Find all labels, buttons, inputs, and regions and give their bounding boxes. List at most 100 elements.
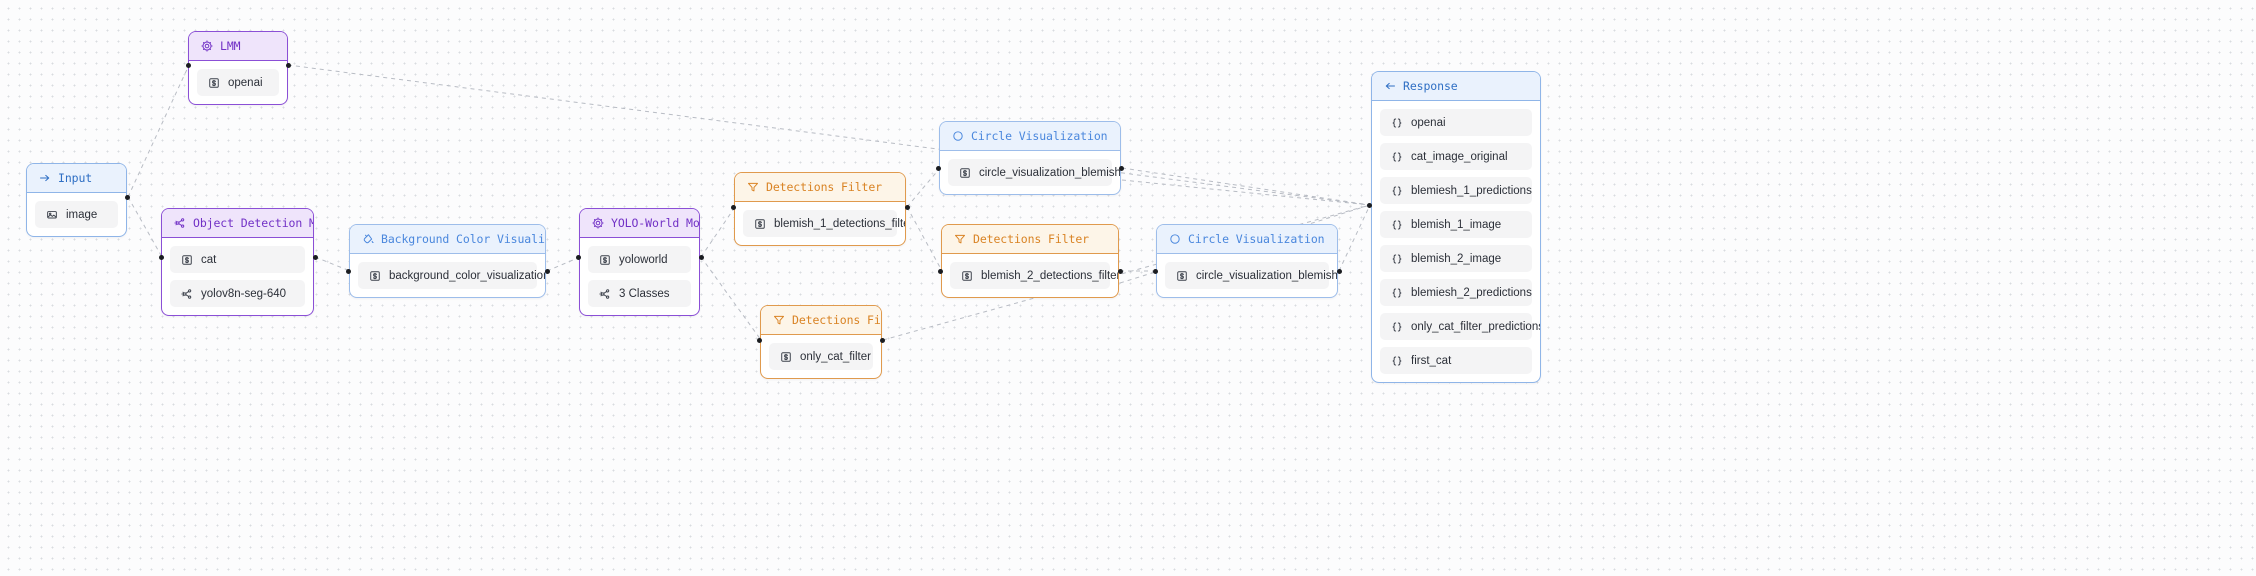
node-title: YOLO-World Model (611, 216, 700, 230)
connection-port[interactable] (285, 62, 291, 68)
connection-port[interactable] (1336, 268, 1342, 274)
dollar-box-icon (1175, 269, 1188, 282)
connection-port[interactable] (879, 337, 885, 343)
node-row[interactable]: yoloworld (588, 246, 691, 273)
node-detections-filter-blemish-1[interactable]: Detections Filter blemish_1_detections_fi… (734, 172, 906, 246)
node-lmm[interactable]: LMM openai (188, 31, 288, 105)
node-header-detections-filter-only-cat[interactable]: Detections Filter (761, 306, 881, 335)
node-header-detections-filter-blemish-1[interactable]: Detections Filter (735, 173, 905, 202)
node-row-label: circle_visualization_blemish_2 (1196, 269, 1338, 282)
node-row[interactable]: 3 Classes (588, 280, 691, 307)
node-row[interactable]: only_cat_filter (769, 343, 873, 370)
circle-icon (1168, 233, 1181, 246)
gear-icon (591, 217, 604, 230)
connection-port[interactable] (124, 194, 130, 200)
node-row[interactable]: yolov8n-seg-640 (170, 280, 305, 307)
connection-port[interactable] (312, 254, 318, 260)
node-input[interactable]: Input image (26, 163, 127, 237)
node-header-circle-visualization-blemish-1[interactable]: Circle Visualization (940, 122, 1120, 151)
node-detections-filter-blemish-2[interactable]: Detections Filter blemish_2_detections_fi… (941, 224, 1119, 298)
node-row[interactable]: circle_visualization_blemish_1 (948, 159, 1120, 186)
funnel-icon (953, 233, 966, 246)
node-body-object-detection-model: cat yolov8n-seg-640 (162, 238, 313, 315)
connection-port[interactable] (1117, 268, 1123, 274)
edge-object-detection-model-to-background-color-visualization (314, 256, 351, 272)
connection-port[interactable] (756, 337, 762, 343)
connection-port[interactable] (575, 254, 581, 260)
connection-port[interactable] (904, 204, 910, 210)
node-row-label: circle_visualization_blemish_1 (979, 166, 1121, 179)
edge-circle-visualization-blemish-2-to-response (1338, 204, 1371, 272)
connection-port[interactable] (698, 254, 704, 260)
node-header-object-detection-model[interactable]: Object Detection Model (162, 209, 313, 238)
node-row-label: blemish_1_image (1411, 218, 1502, 231)
connection-port[interactable] (544, 268, 550, 274)
connection-port[interactable] (937, 268, 943, 274)
node-header-response[interactable]: Response (1372, 72, 1540, 101)
edge-input-to-lmm (127, 64, 190, 198)
network-graph-icon (173, 217, 186, 230)
node-row[interactable]: openai (197, 69, 279, 96)
edge-circle-visualization-blemish-1-to-response (1121, 167, 1371, 206)
node-body-circle-visualization-blemish-2: circle_visualization_blemish_2 (1157, 254, 1337, 297)
connection-port[interactable] (935, 165, 941, 171)
node-header-input[interactable]: Input (27, 164, 126, 193)
node-row[interactable]: first_cat (1380, 347, 1532, 374)
node-title: LMM (220, 39, 241, 53)
connection-port[interactable] (345, 268, 351, 274)
node-row[interactable]: cat (170, 246, 305, 273)
node-row[interactable]: blemiesh_1_predictions (1380, 177, 1532, 204)
node-circle-visualization-blemish-1[interactable]: Circle Visualization circle_visualization… (939, 121, 1121, 195)
braces-icon (1390, 184, 1403, 197)
node-row-label: image (66, 208, 98, 221)
node-title: Input (58, 171, 93, 185)
connection-port[interactable] (730, 204, 736, 210)
dollar-box-icon (180, 253, 193, 266)
node-object-detection-model[interactable]: Object Detection Model cat yolov8n-seg-640 (161, 208, 314, 316)
node-row-label: yoloworld (619, 253, 668, 266)
node-row-label: background_color_visualization (389, 269, 546, 282)
node-body-response: openai cat_image_original blemiesh_1_predi… (1372, 101, 1540, 382)
node-row[interactable]: cat_image_original (1380, 143, 1532, 170)
dollar-box-icon (207, 76, 220, 89)
gear-icon (200, 40, 213, 53)
node-row[interactable]: image (35, 201, 118, 228)
connection-port[interactable] (185, 62, 191, 68)
braces-icon (1390, 354, 1403, 367)
node-row[interactable]: blemish_2_detections_filter (950, 262, 1118, 289)
braces-icon (1390, 116, 1403, 129)
dollar-box-icon (958, 166, 971, 179)
node-row[interactable]: circle_visualization_blemish_2 (1165, 262, 1337, 289)
node-title: Object Detection Model (193, 216, 313, 230)
node-header-circle-visualization-blemish-2[interactable]: Circle Visualization (1157, 225, 1337, 254)
node-body-lmm: openai (189, 61, 287, 104)
node-row[interactable]: background_color_visualization (358, 262, 545, 289)
node-row[interactable]: only_cat_filter_predictions (1380, 313, 1540, 340)
node-row-label: blemish_2_detections_filter (981, 269, 1119, 282)
node-circle-visualization-blemish-2[interactable]: Circle Visualization circle_visualization… (1156, 224, 1338, 298)
node-row[interactable]: blemish_1_image (1380, 211, 1532, 238)
node-row[interactable]: blemish_1_detections_filter (743, 210, 905, 237)
dollar-box-icon (368, 269, 381, 282)
connection-port[interactable] (1366, 202, 1372, 208)
node-header-lmm[interactable]: LMM (189, 32, 287, 61)
node-header-yolo-world-model[interactable]: YOLO-World Model (580, 209, 699, 238)
node-row-label: blemiesh_1_predictions (1411, 184, 1532, 197)
node-row[interactable]: openai (1380, 109, 1532, 136)
node-detections-filter-only-cat[interactable]: Detections Filter only_cat_filter (760, 305, 882, 379)
braces-icon (1390, 286, 1403, 299)
connection-port[interactable] (158, 254, 164, 260)
connection-port[interactable] (1152, 268, 1158, 274)
panel-response[interactable]: Response openai cat_image_original blemiesh… (1371, 71, 1541, 383)
node-row[interactable]: blemiesh_2_predictions (1380, 279, 1532, 306)
node-yolo-world-model[interactable]: YOLO-World Model yoloworld 3 Classes (579, 208, 700, 316)
node-body-input: image (27, 193, 126, 236)
connection-port[interactable] (1118, 165, 1124, 171)
node-header-background-color-visualization[interactable]: Background Color Visualization (350, 225, 545, 254)
node-header-detections-filter-blemish-2[interactable]: Detections Filter (942, 225, 1118, 254)
node-row[interactable]: blemish_2_image (1380, 245, 1532, 272)
node-title: Response (1403, 79, 1458, 93)
node-background-color-visualization[interactable]: Background Color Visualization background… (349, 224, 546, 298)
